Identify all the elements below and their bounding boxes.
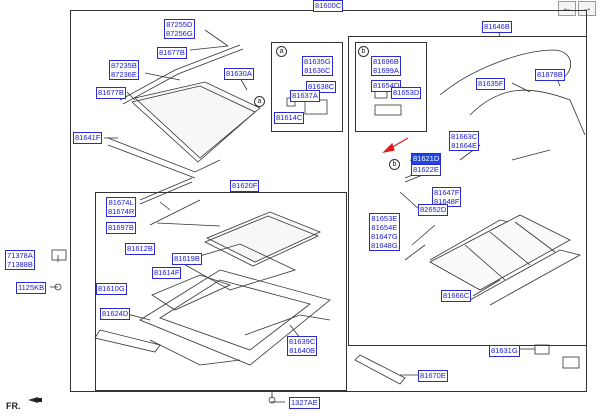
label-81677b-lower[interactable]: 81677B [96, 87, 126, 99]
label-87255d: 87255D [166, 20, 193, 29]
label-81641f[interactable]: 81641F [73, 132, 103, 144]
label-81696b-81699a[interactable]: 81696B 81699A [371, 56, 401, 76]
label-81614f[interactable]: 81614F [152, 267, 182, 279]
inset-b-frame [355, 42, 427, 132]
label-71388b: 71388B [7, 260, 33, 269]
label-81612b[interactable]: 81612B [125, 243, 155, 255]
label-87255d-87256g[interactable]: 87255D 87256G [164, 19, 195, 39]
label-81614c[interactable]: 81614C [274, 112, 305, 124]
label-81600c[interactable]: 81600C [313, 0, 344, 12]
label-81674r: 81674R [108, 207, 135, 216]
label-81648f: 81648F [434, 197, 460, 206]
label-81640b: 81640B [289, 346, 316, 355]
label-81697b[interactable]: 81697B [106, 222, 136, 234]
label-82652d[interactable]: 82652D [418, 204, 449, 216]
label-71378a: 71378A [7, 251, 33, 260]
label-81654e: 81654E [371, 223, 398, 232]
label-81636c: 81636C [304, 66, 331, 75]
inset-b-marker: b [358, 46, 369, 57]
label-81653e-81648g[interactable]: 81653E 81654E 81647G 81648G [369, 213, 400, 251]
label-81610g[interactable]: 81610G [96, 283, 127, 295]
label-71378a-71388b[interactable]: 71378A 71388B [5, 250, 35, 270]
label-81635g: 81635G [304, 57, 331, 66]
prev-arrow-button[interactable]: ← [558, 1, 576, 16]
label-81653e: 81653E [371, 214, 398, 223]
label-81696b: 81696B [373, 57, 399, 66]
callout-a-marker: a [254, 96, 265, 107]
callout-b-marker: b [389, 159, 400, 170]
front-orientation-label: FR. [6, 401, 21, 411]
label-81663c: 81663C [451, 132, 478, 141]
label-81630a[interactable]: 81630A [224, 68, 254, 80]
label-81647f: 81647F [434, 188, 460, 197]
label-81639c: 81639C [289, 337, 316, 346]
label-1327ae[interactable]: 1327AE [289, 397, 320, 409]
label-87256g: 87256G [166, 29, 193, 38]
label-87236e: 87236E [111, 70, 137, 79]
label-87235b-87236e[interactable]: 87235B 87236E [109, 60, 139, 80]
label-81653d[interactable]: 81653D [391, 87, 422, 99]
label-81677b[interactable]: 81677B [157, 47, 187, 59]
label-81619b[interactable]: 81619B [172, 253, 202, 265]
label-81674l-81674r[interactable]: 81674L 81674R [106, 197, 137, 217]
label-81635g-81636c[interactable]: 81635G 81636C [302, 56, 333, 76]
label-81631g[interactable]: 81631G [489, 345, 520, 357]
next-arrow-button[interactable]: → [578, 1, 596, 16]
label-81647g: 81647G [371, 232, 398, 241]
label-87235b: 87235B [111, 61, 137, 70]
right-assembly-frame [348, 36, 587, 346]
label-81878b[interactable]: 81878B [535, 69, 565, 81]
inset-a-frame [271, 42, 343, 132]
label-81646b[interactable]: 81646B [482, 21, 512, 33]
label-81620f[interactable]: 81620F [230, 180, 260, 192]
label-81635f[interactable]: 81635F [476, 78, 506, 90]
label-81663c-81664e[interactable]: 81663C 81664E [449, 131, 480, 151]
label-81637a[interactable]: 81637A [290, 90, 320, 102]
label-81624d[interactable]: 81624D [100, 308, 131, 320]
label-81674l: 81674L [108, 198, 134, 207]
label-1125kb[interactable]: 1125KB [16, 282, 47, 294]
label-81666c[interactable]: 81666C [441, 290, 472, 302]
label-81670e[interactable]: 81670E [418, 370, 448, 382]
inset-a-marker: a [276, 46, 287, 57]
frame-sub-assembly [95, 192, 347, 391]
label-81664e: 81664E [451, 141, 478, 150]
label-81639c-81640b[interactable]: 81639C 81640B [287, 336, 318, 356]
label-81648g: 81648G [371, 241, 398, 250]
label-81622e[interactable]: 81622E [411, 164, 441, 176]
label-81699a: 81699A [373, 66, 399, 75]
